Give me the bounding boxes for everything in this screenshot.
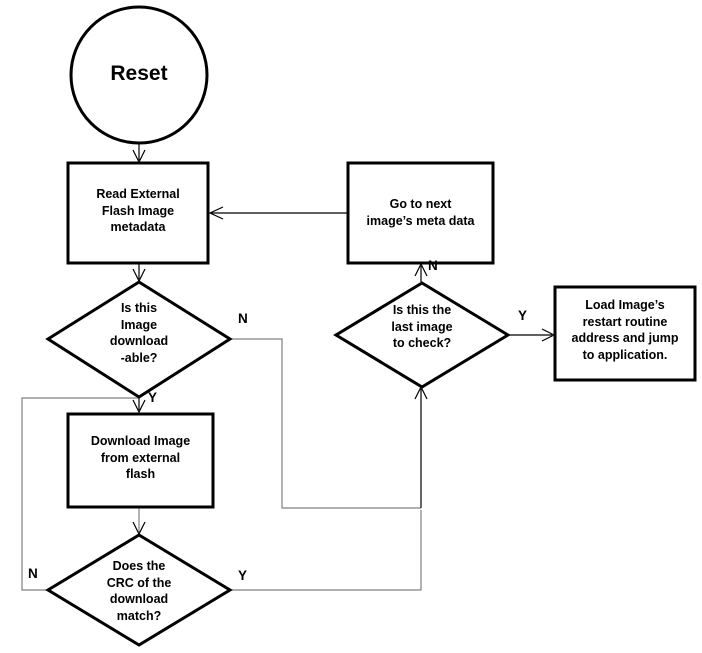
edge-label-crc-yes: Y — [238, 568, 248, 583]
node-next-image[interactable] — [346, 161, 495, 265]
edge-downloadable-no — [231, 338, 421, 509]
edge-crc-yes — [231, 510, 422, 591]
node-is-downloadable[interactable] — [45, 280, 233, 399]
arrow-head-next-image-to-read — [208, 206, 224, 220]
node-crc-match[interactable] — [45, 533, 233, 647]
node-load-image[interactable] — [553, 285, 697, 382]
edge-label-downloadable-yes: Y — [148, 390, 158, 405]
edge-crc-no-retry — [21, 397, 139, 591]
node-download-image[interactable] — [66, 412, 215, 509]
edge-label-last-image-yes: Y — [518, 308, 528, 323]
edge-label-last-image-no: N — [428, 258, 438, 273]
node-is-last-image[interactable] — [333, 281, 511, 389]
arrow-head-downloadable-yes — [132, 399, 146, 414]
node-read-metadata[interactable] — [66, 161, 210, 265]
edge-label-downloadable-no: N — [238, 311, 248, 326]
node-reset[interactable] — [69, 5, 209, 145]
edge-label-crc-no: N — [28, 566, 38, 581]
